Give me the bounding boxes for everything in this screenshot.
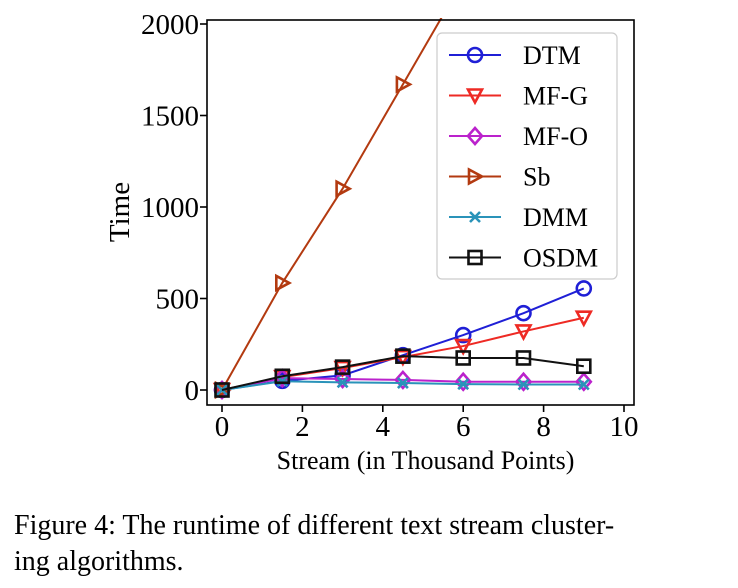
legend-label-dtm: DTM	[523, 41, 581, 70]
data-point-dtm-4	[454, 326, 472, 344]
data-point-mf-o-5	[514, 371, 533, 392]
y-tick-label: 1500	[141, 101, 199, 133]
plot-frame	[206, 19, 635, 406]
data-point-osdm-2	[334, 359, 351, 375]
x-tick-label: 8	[536, 411, 551, 443]
y-axis-label: Time	[104, 182, 136, 242]
x-tick-label: 10	[610, 411, 639, 443]
x-tick-label: 6	[456, 411, 471, 443]
caption-line-1: Figure 4: The runtime of different text …	[14, 510, 615, 541]
legend-label-osdm: OSDM	[523, 244, 598, 273]
y-tick-label: 500	[156, 284, 200, 316]
data-point-osdm-1	[274, 368, 291, 385]
data-point-sb-2	[335, 179, 353, 198]
legend-item-mf-o: MF-O	[449, 122, 588, 151]
x-axis-label: Stream (in Thousand Points)	[277, 446, 575, 475]
data-point-sb-1	[274, 273, 293, 293]
data-point-mf-o-2	[333, 369, 352, 389]
data-point-mf-o-3	[394, 369, 412, 390]
data-point-dmm-5	[517, 378, 530, 391]
data-point-dmm-2	[336, 376, 349, 389]
data-point-mf-g-4	[454, 338, 473, 356]
legend-marker-mf-o	[466, 126, 484, 146]
legend-marker-osdm	[467, 249, 483, 266]
data-point-dtm-6	[575, 280, 593, 297]
data-point-osdm-3	[395, 348, 411, 364]
data-point-mf-g-5	[514, 324, 533, 342]
data-point-osdm-6	[575, 358, 592, 375]
legend-marker-mf-g	[465, 88, 485, 106]
series-mf-o	[213, 368, 593, 400]
y-tick-label: 0	[185, 375, 200, 407]
x-tick-label: 4	[376, 411, 391, 443]
data-point-dmm-3	[396, 377, 409, 389]
legend-item-mf-g: MF-G	[449, 82, 588, 111]
data-point-osdm-5	[515, 350, 532, 366]
legend-label-mf-o: MF-O	[523, 122, 588, 151]
data-point-dmm-6	[577, 378, 590, 391]
figure-caption: Figure 4: The runtime of different text …	[14, 508, 729, 580]
data-point-osdm-0	[214, 382, 230, 398]
x-tick-label: 0	[215, 411, 230, 443]
data-point-dtm-5	[515, 304, 532, 322]
series-line-osdm	[221, 355, 584, 391]
caption-line-2: ing algorithms.	[14, 546, 184, 577]
series-osdm	[214, 348, 592, 398]
y-tick-label: 1000	[141, 192, 199, 224]
legend-label-dmm: DMM	[523, 203, 588, 232]
series-line-sb	[221, 18, 443, 391]
series-sb	[214, 18, 443, 400]
data-point-mf-g-6	[574, 310, 593, 328]
legend-marker-dtm	[466, 46, 484, 64]
legend-item-sb: Sb	[449, 163, 550, 192]
legend-item-dtm: DTM	[449, 41, 581, 70]
data-point-dmm-4	[457, 378, 470, 391]
legend-marker-dmm	[469, 211, 481, 223]
legend-label-mf-g: MF-G	[523, 82, 588, 111]
data-point-osdm-4	[455, 350, 472, 366]
legend-marker-sb	[467, 167, 485, 186]
y-tick-label: 2000	[141, 9, 199, 41]
legend-item-dmm: DMM	[449, 203, 588, 232]
legend-label-sb: Sb	[523, 163, 550, 192]
legend-item-osdm: OSDM	[449, 244, 598, 273]
data-point-sb-3	[395, 75, 413, 94]
x-tick-label: 2	[295, 411, 310, 443]
series-line-mf-o	[221, 377, 584, 391]
data-point-mf-o-6	[575, 371, 593, 392]
series-layer	[212, 18, 593, 400]
